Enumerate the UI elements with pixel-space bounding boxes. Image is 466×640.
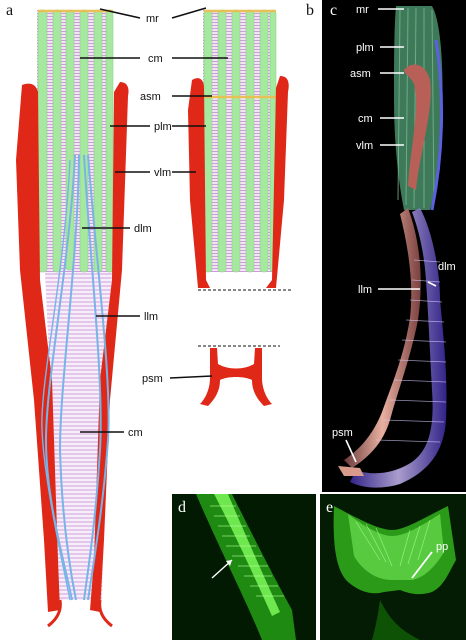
c-label-mr: mr [356, 4, 369, 16]
circular-muscle-bands [37, 9, 114, 273]
panel-a-small-diagram [169, 7, 292, 406]
label-vlm: vlm [154, 167, 171, 179]
panel-c-image [322, 0, 466, 492]
c-label-llm: llm [358, 284, 372, 296]
e-fibers [355, 519, 431, 567]
labels-panel-de: d e pp [178, 499, 448, 553]
psm-shape [200, 348, 272, 406]
leader-lines-a [80, 8, 150, 433]
c-purple-ridges [375, 259, 447, 443]
c-label-psm: psm [332, 427, 353, 439]
c-label-plm: plm [356, 42, 374, 54]
label-cm-top: cm [148, 53, 163, 65]
panel-label-e: e [326, 499, 333, 516]
d-arrow-head [226, 560, 232, 566]
e-structure-highlight [348, 514, 444, 580]
bottom-tentacle-right [98, 599, 113, 628]
c-asm-pink [404, 64, 431, 190]
e-pp-leader [411, 551, 433, 579]
d-striations [210, 505, 284, 597]
c-label-dlm: dlm [438, 261, 456, 273]
c-label-asm: asm [350, 68, 371, 80]
label-plm: plm [154, 121, 172, 133]
panel-a-diagram [16, 8, 150, 628]
labels-panel-a: a mr cm asm plm vlm dlm llm psm cm [6, 2, 172, 439]
panel-e-image [320, 494, 466, 640]
leader-lines-small [169, 7, 228, 379]
outer-muscle-right [90, 82, 129, 612]
label-asm: asm [140, 91, 161, 103]
panel-label-c: c [330, 2, 337, 19]
panel-d-image [172, 494, 316, 640]
c-pink-tube [344, 208, 421, 468]
leader-lines-c [345, 8, 437, 463]
label-llm: llm [144, 311, 158, 323]
label-mr: mr [146, 13, 159, 25]
panel-label-d: d [178, 499, 186, 516]
label-cm-bottom: cm [128, 427, 143, 439]
small-outer-right [266, 76, 289, 288]
label-psm: psm [142, 373, 163, 385]
panel-label-a: a [6, 2, 13, 19]
c-psm-tip [338, 466, 364, 476]
label-dlm: dlm [134, 223, 152, 235]
small-circular-bands [203, 9, 277, 273]
c-pharynx-blue-edge [430, 39, 444, 211]
d-tube-core [214, 494, 280, 616]
c-label-vlm: vlm [356, 140, 373, 152]
small-outer-left [188, 78, 210, 288]
panel-label-b: b [306, 2, 314, 19]
c-label-cm: cm [358, 113, 373, 125]
labels-panel-bc: b c mr plm asm cm vlm dlm llm psm [306, 2, 456, 439]
e-label-pp: pp [436, 541, 448, 553]
bottom-tentacle-left [47, 599, 62, 628]
e-lower-dark [372, 600, 420, 640]
